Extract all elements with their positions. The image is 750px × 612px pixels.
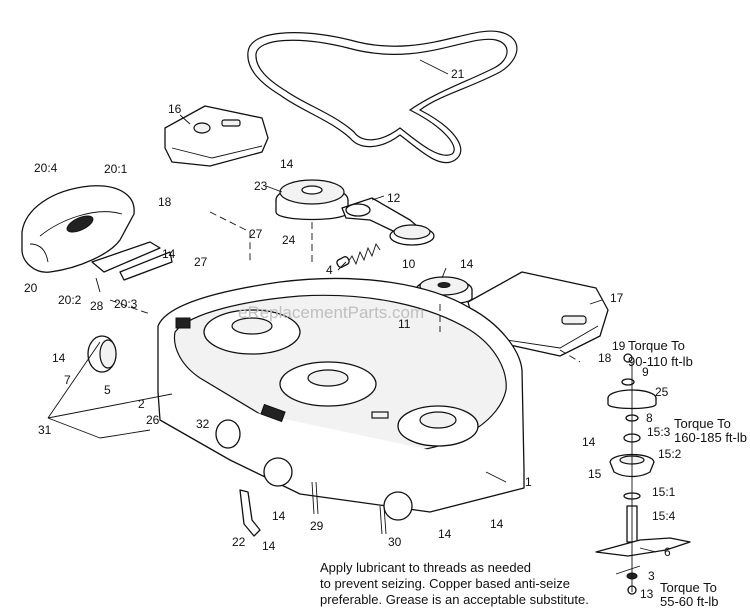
- mower-deck-1: [157, 277, 525, 513]
- callout-6: 6: [664, 545, 671, 559]
- leader-lines: [47, 59, 657, 575]
- callout-14: 14: [438, 527, 452, 541]
- callout-9: 9: [642, 365, 649, 379]
- callout-18: 18: [158, 195, 172, 209]
- drive-belt: [247, 30, 518, 164]
- torque-specs: Torque To 90-110 ft-lb Torque To 160-185…: [628, 338, 747, 609]
- torque-value-3: 55-60 ft-lb: [660, 594, 719, 609]
- torque-label-3: Torque To: [660, 580, 717, 595]
- callout-12: 12: [387, 191, 401, 205]
- callout-20-1: 20:1: [104, 162, 128, 176]
- note-line-3: preferable. Grease is an acceptable subs…: [320, 592, 589, 607]
- callout-1: 1: [525, 475, 532, 489]
- callout-15-1: 15:1: [652, 485, 676, 499]
- callout-25: 25: [655, 385, 669, 399]
- callout-14: 14: [272, 509, 286, 523]
- callout-14: 14: [52, 351, 66, 365]
- torque-label-2: Torque To: [674, 416, 731, 431]
- callout-15-2: 15:2: [658, 447, 682, 461]
- callout-14: 14: [262, 539, 276, 553]
- callout-32: 32: [196, 417, 210, 431]
- torque-value-1: 90-110 ft-lb: [628, 354, 693, 369]
- callout-20-3: 20:3: [114, 297, 138, 311]
- idler-arm-12: [341, 197, 435, 246]
- watermark: eReplacementParts.com: [238, 303, 424, 322]
- callout-15-4: 15:4: [652, 509, 676, 523]
- callout-8: 8: [646, 411, 653, 425]
- callout-24: 24: [282, 233, 296, 247]
- callout-21: 21: [451, 67, 465, 81]
- callout-27: 27: [194, 255, 208, 269]
- callout-18: 18: [598, 351, 612, 365]
- callout-29: 29: [310, 519, 324, 533]
- callout-22: 22: [232, 535, 246, 549]
- anti-scalp-wheel-7: [87, 335, 117, 373]
- callout-7: 7: [64, 373, 71, 387]
- callout-27: 27: [249, 227, 263, 241]
- callout-11: 11: [398, 317, 411, 331]
- callout-30: 30: [388, 535, 402, 549]
- callout-15: 15: [588, 467, 602, 481]
- callout-20-2: 20:2: [58, 293, 82, 307]
- lubricant-note: Apply lubricant to threads as needed to …: [320, 560, 589, 607]
- callout-14: 14: [162, 247, 176, 261]
- drive-belt-inner: [255, 38, 508, 156]
- torque-value-2: 160-185 ft-lb: [674, 430, 747, 445]
- callout-16: 16: [168, 102, 182, 116]
- callout-19: 19: [612, 339, 626, 353]
- spring-4: [347, 242, 381, 266]
- callout-20: 20: [24, 281, 38, 295]
- callout-5: 5: [104, 383, 111, 397]
- callout-labels: 21 16 14 23 12 20:4 20:1 18 27 24 4 10 1…: [24, 67, 682, 601]
- callout-31: 31: [38, 423, 52, 437]
- callout-14: 14: [460, 257, 474, 271]
- callout-20-4: 20:4: [34, 161, 58, 175]
- spindle-assembly-15: [595, 353, 691, 595]
- torque-label-1: Torque To: [628, 338, 685, 353]
- callout-13: 13: [640, 587, 654, 601]
- callout-3: 3: [648, 569, 655, 583]
- idler-pulley-23: [275, 179, 349, 221]
- note-line-2: to prevent seizing. Copper based anti-se…: [320, 576, 570, 591]
- callout-14: 14: [280, 157, 294, 171]
- callout-26: 26: [146, 413, 160, 427]
- callout-28: 28: [90, 299, 104, 313]
- callout-23: 23: [254, 179, 268, 193]
- callout-4: 4: [326, 263, 333, 277]
- callout-2: 2: [138, 397, 145, 411]
- callout-15-3: 15:3: [647, 425, 671, 439]
- callout-10: 10: [402, 257, 416, 271]
- callout-14: 14: [490, 517, 504, 531]
- callout-17: 17: [610, 291, 624, 305]
- note-line-1: Apply lubricant to threads as needed: [320, 560, 531, 575]
- callout-14: 14: [582, 435, 596, 449]
